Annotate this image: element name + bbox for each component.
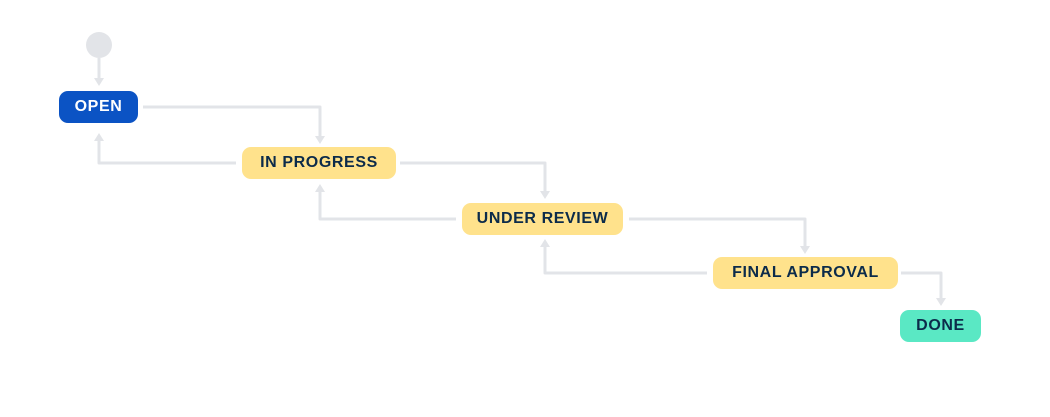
transition-under-review-to-in-progress-line	[318, 192, 456, 221]
transition-in-progress-to-open-line	[97, 141, 236, 165]
transition-open-to-in-progress-line	[143, 105, 322, 136]
arrowhead-down-icon	[94, 78, 104, 86]
transition-under-review-to-final-approval-line	[629, 217, 807, 246]
transition-lines	[97, 58, 943, 298]
arrowhead-down-icon	[315, 136, 325, 144]
transition-arrowheads	[94, 78, 946, 306]
arrowhead-up-icon	[540, 239, 550, 247]
arrowhead-up-icon	[94, 133, 104, 141]
transition-in-progress-to-under-review-line	[400, 161, 547, 191]
status-open[interactable]: OPEN	[59, 91, 138, 123]
status-in-progress[interactable]: IN PROGRESS	[242, 147, 396, 179]
arrowhead-down-icon	[540, 191, 550, 199]
arrowhead-up-icon	[315, 184, 325, 192]
arrowhead-down-icon	[800, 246, 810, 254]
status-under-review[interactable]: UNDER REVIEW	[462, 203, 623, 235]
start-node-icon	[86, 32, 112, 58]
arrowhead-down-icon	[936, 298, 946, 306]
status-done[interactable]: DONE	[900, 310, 981, 342]
transition-final-approval-to-done-line	[901, 271, 943, 298]
status-final-approval[interactable]: FINAL APPROVAL	[713, 257, 898, 289]
transition-final-approval-to-under-review-line	[543, 247, 707, 275]
